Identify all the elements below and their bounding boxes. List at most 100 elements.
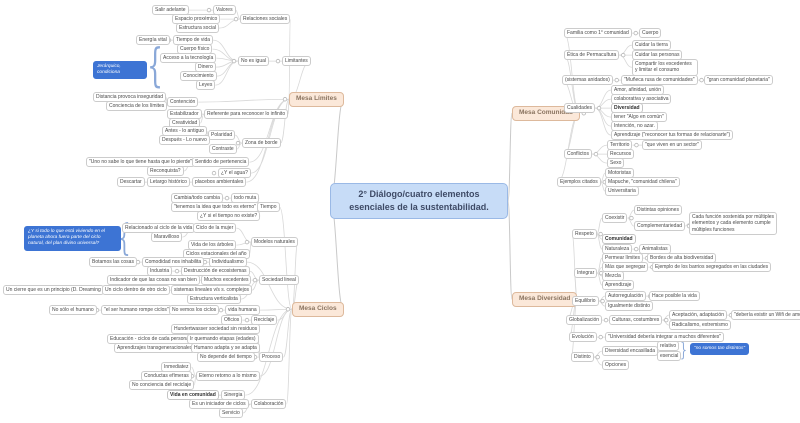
node-despues-nuevo[interactable]: Después - Lo nuevo xyxy=(159,135,210,146)
node-contraste[interactable]: Contraste xyxy=(209,144,237,155)
node-placebos-ambientales[interactable]: placebos ambientales xyxy=(192,177,247,188)
node-no-es-igual[interactable]: No es igual xyxy=(238,56,270,67)
node-humano-rompe-ciclos[interactable]: "el ser humano rompe ciclos" xyxy=(101,305,172,316)
node-zona-borde[interactable]: Zona de borde xyxy=(242,138,281,149)
node-evolucion[interactable]: Evolución xyxy=(569,332,597,343)
node-no-conciencia-reciclaje[interactable]: No conciencia del reciclaje xyxy=(129,380,195,391)
node-eterno-retorno[interactable]: Eterno retorno a lo mismo xyxy=(196,371,260,382)
node-hace-posible-vida[interactable]: Hace posible la vida xyxy=(649,291,700,302)
node-opciones[interactable]: Opciones xyxy=(602,360,630,371)
node-wifi-amor[interactable]: "debería existir un Wifi de amor" xyxy=(731,310,800,321)
node-relativo[interactable]: relativo xyxy=(657,341,680,352)
mesa-diversidad-label[interactable]: Mesa Diversidad xyxy=(512,292,578,307)
node-que-viven-sector[interactable]: "que viven en un sector" xyxy=(642,140,702,151)
collapse-dot[interactable] xyxy=(252,277,258,283)
node-no-depende-tiempo[interactable]: No depende del tiempo xyxy=(197,352,255,363)
node-referente-infinito[interactable]: Referente para reconocer lo infinito xyxy=(204,109,289,120)
node-acceso-tecnologia[interactable]: Acceso a la tecnología xyxy=(160,53,217,64)
node-contencion[interactable]: Contención xyxy=(167,97,199,108)
collapse-dot[interactable] xyxy=(621,52,626,58)
collapse-dot[interactable] xyxy=(664,317,669,323)
node-conflictos[interactable]: Conflictos xyxy=(564,149,592,160)
node-ejemplo-barrios[interactable]: Ejemplo de los barrios segregados en las… xyxy=(652,262,772,273)
node-modelos-naturales[interactable]: Modelos naturales xyxy=(251,237,298,248)
node-no-vemos-ciclos[interactable]: No vemos los ciclos xyxy=(169,305,220,316)
node-etica-permacultura[interactable]: Ética de Permacultura xyxy=(564,50,620,61)
node-igualmente-distinto[interactable]: Igualmente distinto xyxy=(605,301,653,312)
collapse-dot[interactable] xyxy=(629,215,634,221)
node-jerarquico[interactable]: Jerárquico, condiciona xyxy=(93,61,147,80)
node-tiempo[interactable]: Tiempo xyxy=(257,202,280,213)
node-cualidades[interactable]: Cualidades xyxy=(564,103,596,114)
collapse-dot[interactable] xyxy=(275,58,281,64)
node-estructura-verticalista[interactable]: Estructura verticalista xyxy=(187,294,241,305)
node-gran-comunidad[interactable]: "gran comunidad planetaria" xyxy=(704,75,773,86)
node-distinto[interactable]: Distinto xyxy=(571,352,594,363)
node-cuerpo[interactable]: Cuerpo xyxy=(639,28,662,39)
node-aprendizajes-transgeneracionales[interactable]: Aprendizajes transgeneracionales xyxy=(114,343,196,354)
collapse-dot[interactable] xyxy=(211,170,217,176)
collapse-dot[interactable] xyxy=(593,151,599,157)
node-salir-adelante[interactable]: Salir adelante xyxy=(152,5,189,16)
node-no-somos-distintos[interactable]: "no somos tan distintos" xyxy=(690,343,750,356)
node-vida-humana[interactable]: vida humana xyxy=(225,305,260,316)
node-energia-vital[interactable]: Energía vital xyxy=(136,35,170,46)
node-sociedad-lineal[interactable]: Sociedad lineal xyxy=(259,275,299,286)
node-familia-comunidad[interactable]: Familia como 1° comunidad xyxy=(564,28,632,39)
collapse-dot[interactable] xyxy=(285,307,291,312)
collapse-dot[interactable] xyxy=(231,58,237,64)
collapse-dot[interactable] xyxy=(244,239,250,245)
node-un-ciclo-dentro[interactable]: Un ciclo dentro de otro ciclo xyxy=(102,285,170,296)
node-mapuche[interactable]: Mapuche, "comunidad chilena" xyxy=(605,177,680,188)
node-indicador-cosas[interactable]: Indicador de que las cosas no van bien xyxy=(107,275,200,286)
collapse-dot[interactable] xyxy=(206,7,212,13)
node-respeto[interactable]: Respeto xyxy=(572,229,597,240)
node-relaciones-sociales[interactable]: Relaciones sociales xyxy=(240,14,291,25)
node-universitaria[interactable]: Universitaria xyxy=(605,186,639,197)
node-culturas-costumbres[interactable]: Culturas, costumbres xyxy=(609,315,663,326)
node-estructura-social[interactable]: Estructura social xyxy=(176,23,219,34)
node-un-cierre-principio[interactable]: Un cierre que es un principio (D. Dreami… xyxy=(3,285,104,296)
node-tiempo-no-existe[interactable]: ¿Y si el tiempo no existe? xyxy=(197,211,261,222)
node-leyes[interactable]: Leyes xyxy=(196,80,216,91)
collapse-dot[interactable] xyxy=(244,317,250,323)
node-cuidar-tierra[interactable]: Cuidar la tierra xyxy=(632,40,671,51)
node-diversidad-encasillada[interactable]: Diversidad encasillada xyxy=(602,346,659,357)
collapse-dot[interactable] xyxy=(634,142,639,148)
central-topic[interactable]: 2° Diálogo/cuatro elementos esenciales d… xyxy=(330,183,508,220)
mesa-comunidad-label[interactable]: Mesa Comunidad xyxy=(512,106,580,121)
node-ejemplos-citados[interactable]: Ejemplos citados xyxy=(557,177,601,188)
collapse-dot[interactable] xyxy=(699,77,704,83)
collapse-dot[interactable] xyxy=(235,140,241,146)
collapse-dot[interactable] xyxy=(598,334,603,340)
node-plan-divino[interactable]: ¿Y si todo lo que está viviendo en el pl… xyxy=(24,226,121,251)
node-aceptacion-adaptacion[interactable]: Aceptación, adaptación xyxy=(669,310,727,321)
mesa-limites-label[interactable]: Mesa Límites xyxy=(289,92,344,107)
node-sentido-pertenencia[interactable]: Sentido de pertenencia xyxy=(192,157,250,168)
node-equilibrio[interactable]: Equilibrio xyxy=(572,296,599,307)
node-servicio[interactable]: Servicio xyxy=(219,408,243,419)
node-no-solo-humano[interactable]: No sólo el humano xyxy=(49,305,97,316)
node-sexo[interactable]: Sexo xyxy=(607,158,625,169)
node-radicalismo[interactable]: Radicalismo, extremismo xyxy=(669,320,731,331)
node-compartir-excedentes[interactable]: Compartir los excedentes y limitar el co… xyxy=(632,59,698,76)
collapse-dot[interactable] xyxy=(633,246,639,252)
mesa-ciclos-label[interactable]: Mesa Ciclos xyxy=(292,302,344,317)
collapse-dot[interactable] xyxy=(282,97,288,102)
collapse-dot[interactable] xyxy=(600,298,605,304)
node-muchos-excedentes[interactable]: Muchos excedentes xyxy=(201,275,252,286)
node-mas-que-segregar[interactable]: Más que segregar xyxy=(602,262,649,273)
collapse-dot[interactable] xyxy=(614,77,619,83)
node-colaboracion[interactable]: Colaboración xyxy=(251,399,287,410)
collapse-dot[interactable] xyxy=(603,317,609,323)
node-letargo-historico[interactable]: Letargo histórico xyxy=(147,177,190,188)
node-reciclaje[interactable]: Reciclaje xyxy=(251,315,278,326)
node-muneca-rusa[interactable]: "Muñeca rusa de comunidades" xyxy=(621,75,698,86)
node-sistemas-anidados[interactable]: (sistemas anidados) xyxy=(562,75,613,86)
node-distintas-opiniones[interactable]: Distintas opiniones xyxy=(634,205,682,216)
node-maravilloso[interactable]: Maravilloso xyxy=(151,232,183,243)
node-limitantes[interactable]: Limitantes xyxy=(282,56,311,67)
collapse-dot[interactable] xyxy=(595,354,600,360)
node-botamos-cosas[interactable]: Botamos las cosas xyxy=(89,257,137,268)
node-valores[interactable]: Valores xyxy=(213,5,236,16)
